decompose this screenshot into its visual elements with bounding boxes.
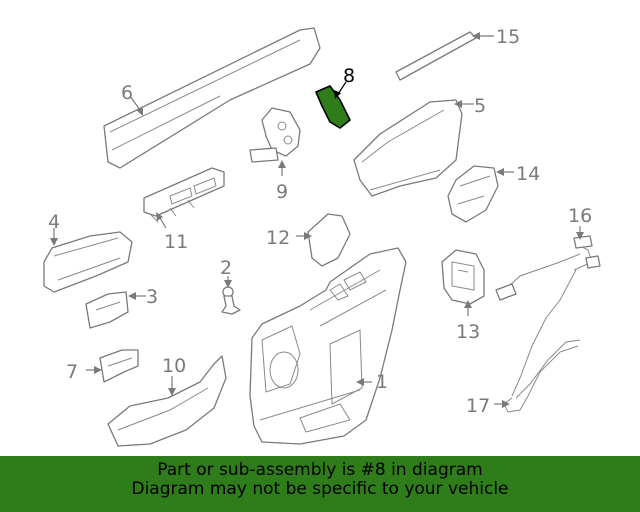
callout-11: 11 [164, 231, 188, 253]
callout-9: 9 [276, 181, 288, 203]
callout-2: 2 [220, 257, 232, 279]
callout-15: 15 [496, 26, 520, 48]
callout-6: 6 [121, 82, 133, 104]
part-2[interactable]: 2 [220, 257, 241, 315]
info-banner: Part or sub-assembly is #8 in diagram Di… [0, 456, 640, 512]
part-6[interactable]: 6 [103, 27, 321, 169]
part-17[interactable]: 17 [466, 339, 581, 417]
callout-12: 12 [266, 227, 290, 249]
part-8-highlighted[interactable]: 8 [315, 65, 355, 129]
callout-1: 1 [376, 371, 388, 393]
callout-7: 7 [66, 361, 78, 383]
part-7[interactable]: 7 [66, 349, 139, 383]
part-11[interactable]: 11 [143, 167, 225, 253]
part-12[interactable]: 12 [266, 213, 351, 267]
part-10[interactable]: 10 [107, 355, 227, 447]
part-15[interactable]: 15 [395, 26, 520, 81]
callout-10: 10 [162, 355, 186, 377]
banner-line-part-info: Part or sub-assembly is #8 in diagram [157, 460, 483, 480]
callout-8: 8 [343, 65, 355, 87]
callout-3: 3 [146, 286, 158, 308]
callout-16: 16 [568, 205, 592, 227]
part-9[interactable]: 9 [249, 107, 301, 203]
callout-4: 4 [48, 211, 60, 233]
part-3[interactable]: 3 [85, 286, 158, 329]
part-13[interactable]: 13 [441, 249, 485, 343]
banner-line-disclaimer: Diagram may not be specific to your vehi… [131, 479, 509, 499]
part-16[interactable]: 16 [495, 205, 601, 397]
part-14[interactable]: 14 [447, 163, 540, 223]
exploded-parts-diagram: 6 15 8 5 9 14 [43, 26, 601, 447]
part-1[interactable]: 1 [249, 247, 407, 445]
part-5[interactable]: 5 [353, 95, 486, 197]
part-4[interactable]: 4 [43, 211, 133, 293]
callout-17: 17 [466, 395, 490, 417]
callout-13: 13 [456, 321, 480, 343]
callout-5: 5 [474, 95, 486, 117]
callout-14: 14 [516, 163, 540, 185]
